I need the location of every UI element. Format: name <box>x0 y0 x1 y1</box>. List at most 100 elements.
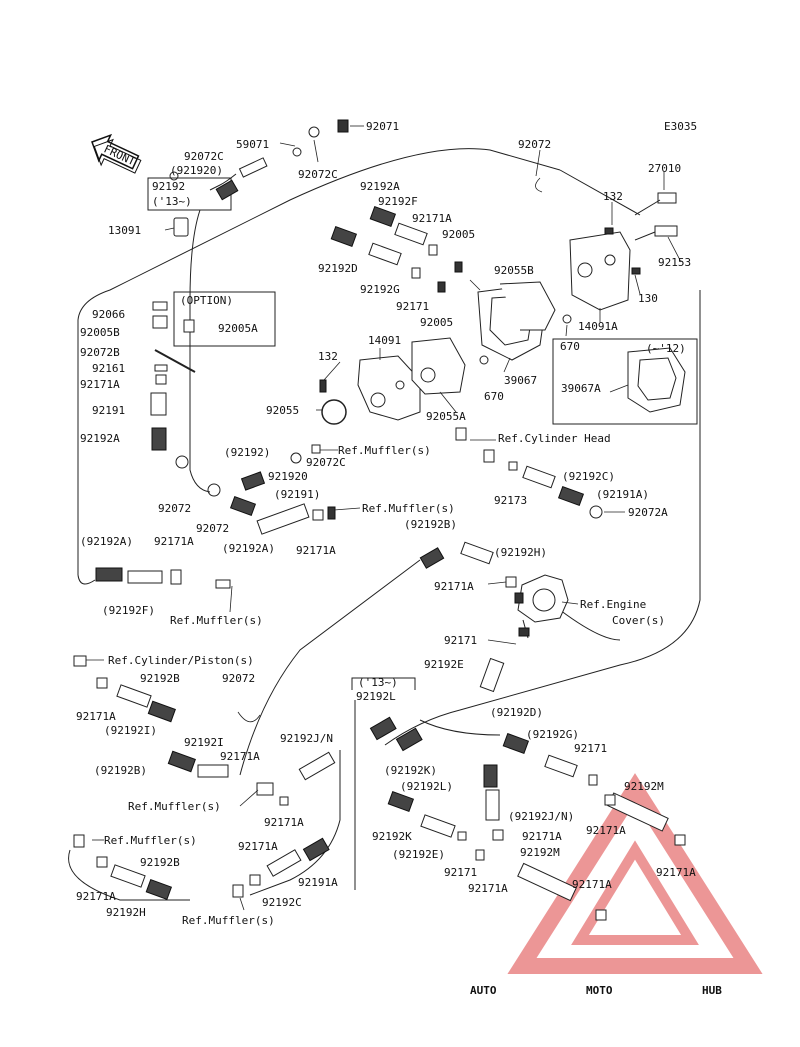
label-132: 132 <box>318 350 338 363</box>
label-92192b: (92192B) <box>94 764 147 777</box>
gasket-92055a <box>411 337 466 395</box>
label-92192g: (92192G) <box>526 728 579 741</box>
label-92192d: (92192D) <box>490 706 543 719</box>
part-labels: 59071 92072C (921920) 92192 ('13~) 13091… <box>76 120 696 927</box>
label-92191: (92191) <box>274 488 320 501</box>
check-valve-27010 <box>634 192 677 216</box>
label-92171a: 92171A <box>586 824 626 837</box>
label-92171a: 92171A <box>80 378 120 391</box>
label-92192i: (92192I) <box>104 724 157 737</box>
watermark-logo <box>507 773 763 974</box>
label-92192a: (92192A) <box>80 535 133 548</box>
watermark-hub: HUB <box>702 984 722 997</box>
label-92192k: 92192K <box>372 830 412 843</box>
label-130: 130 <box>638 292 658 305</box>
label-92192k: (92192K) <box>384 764 437 777</box>
label-13091: 13091 <box>108 224 141 237</box>
label-92192l: (92192L) <box>400 780 453 793</box>
label-92191a: (92191A) <box>596 488 649 501</box>
label-92171a: 92171A <box>76 710 116 723</box>
label-to-12: (~'12) <box>646 342 686 355</box>
clamps <box>73 119 686 921</box>
o-ring-670-b <box>479 355 489 365</box>
engine-cover-fitting <box>514 574 569 639</box>
cover-plate-14091a <box>569 231 631 311</box>
label-92192c: (92192C) <box>562 470 615 483</box>
watermark-moto: MOTO <box>586 984 613 997</box>
label-92192jn: (92192J/N) <box>508 810 574 823</box>
label-92055a: 92055A <box>426 410 466 423</box>
leader-lines <box>86 125 682 911</box>
watermark-auto: AUTO <box>470 984 497 997</box>
label-92072: 92072 <box>222 672 255 685</box>
ref-engine-cover: Cover(s) <box>612 614 665 627</box>
bracket-13 <box>351 677 416 690</box>
label-13-from: ('13~) <box>152 195 192 208</box>
label-92191: 92191 <box>92 404 125 417</box>
label-92171a: 92171A <box>296 544 336 557</box>
label-92153: 92153 <box>658 256 691 269</box>
label-92161: 92161 <box>92 362 125 375</box>
label-92072: 92072 <box>196 522 229 535</box>
tubes <box>110 157 669 902</box>
label-92066: 92066 <box>92 308 125 321</box>
label-92171a: 92171A <box>572 878 612 891</box>
ref-cylinder-piston: Ref.Cylinder/Piston(s) <box>108 654 254 667</box>
cover-plate-14091 <box>357 355 421 421</box>
ref-muffler: Ref.Muffler(s) <box>104 834 197 847</box>
label-92171: 92171 <box>444 866 477 879</box>
label-92055: 92055 <box>266 404 299 417</box>
label-92005: 92005 <box>442 228 475 241</box>
label-92192i: 92192I <box>184 736 224 749</box>
label-39067a: 39067A <box>561 382 601 395</box>
ref-cylinder-head: Ref.Cylinder Head <box>498 432 611 445</box>
label-92173: 92173 <box>494 494 527 507</box>
label-132: 132 <box>603 190 623 203</box>
ref-engine-cover: Ref.Engine <box>580 598 646 611</box>
option-box <box>173 291 276 347</box>
check-valve-92153 <box>634 225 678 241</box>
label-14091a: 14091A <box>578 320 618 333</box>
label-921920: 921920 <box>268 470 308 483</box>
label-921920: (921920) <box>170 164 223 177</box>
label-59071: 59071 <box>236 138 269 151</box>
label-92192h: (92192H) <box>494 546 547 559</box>
label-92171: 92171 <box>444 634 477 647</box>
label-92171a: 92171A <box>656 866 696 879</box>
label-92072b: 92072B <box>80 346 120 359</box>
option-label: (OPTION) <box>180 294 233 307</box>
o-ring-670-a <box>562 314 572 324</box>
label-92192l: 92192L <box>356 690 396 703</box>
label-92072c: 92072C <box>184 150 224 163</box>
label-92192g: 92192G <box>360 283 400 296</box>
label-92171a: 92171A <box>238 840 278 853</box>
label-92192d: 92192D <box>318 262 358 275</box>
label-92072c: 92072C <box>306 456 346 469</box>
ref-muffler: Ref.Muffler(s) <box>362 502 455 515</box>
label-92171a: 92171A <box>76 890 116 903</box>
o-ring-92055 <box>321 399 347 425</box>
label-92192: (92192) <box>224 446 270 459</box>
label-92192b: 92192B <box>140 672 180 685</box>
label-27010: 27010 <box>648 162 681 175</box>
label-13-from: ('13~) <box>358 676 398 689</box>
label-92171a: 92171A <box>412 212 452 225</box>
label-92192b: 92192B <box>140 856 180 869</box>
label-92192f: (92192F) <box>102 604 155 617</box>
label-92055b: 92055B <box>494 264 534 277</box>
label-92072: 92072 <box>518 138 551 151</box>
hose-outlines <box>68 148 701 901</box>
label-92192h: 92192H <box>106 906 146 919</box>
gasket-92055b <box>499 281 556 331</box>
label-92005a: 92005A <box>218 322 258 335</box>
ref-muffler: Ref.Muffler(s) <box>128 800 221 813</box>
front-arrow: FRONT <box>91 133 142 174</box>
label-670: 670 <box>484 390 504 403</box>
label-92192a: 92192A <box>80 432 120 445</box>
label-14091: 14091 <box>368 334 401 347</box>
label-92171a: 92171A <box>154 535 194 548</box>
label-92192m: 92192M <box>624 780 664 793</box>
label-92171a: 92171A <box>220 750 260 763</box>
label-92192: 92192 <box>152 180 185 193</box>
label-92192jn: 92192J/N <box>280 732 333 745</box>
